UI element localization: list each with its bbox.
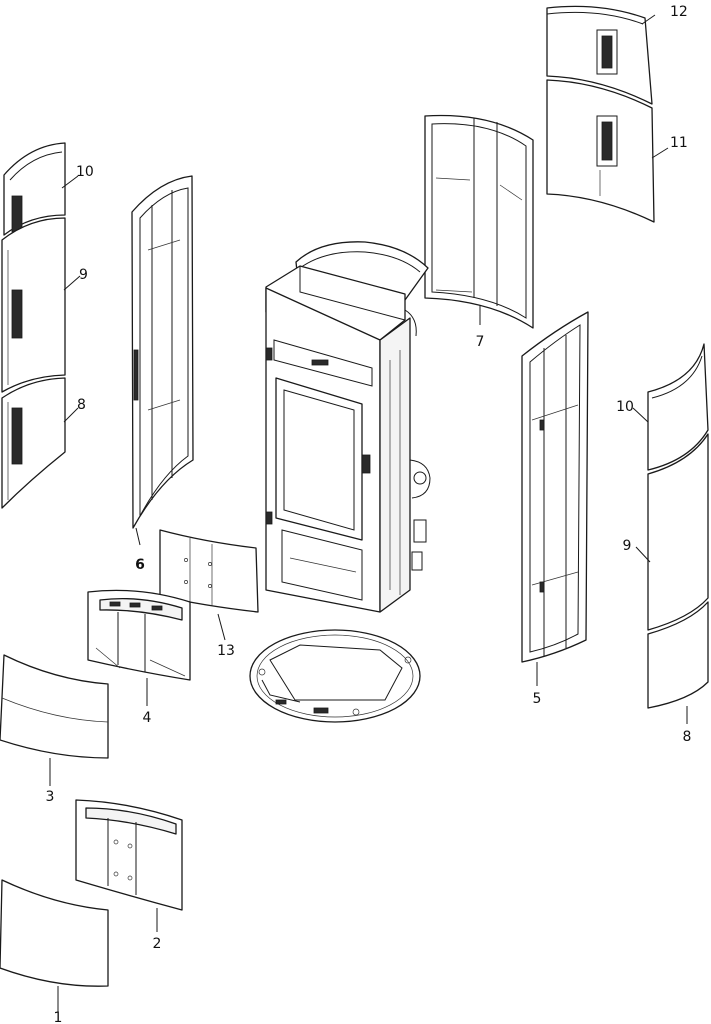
callout-5: 5 — [533, 691, 542, 707]
callout-4: 4 — [143, 710, 152, 726]
stove-body — [265, 241, 431, 613]
callout-9-right: 9 — [623, 538, 632, 554]
part-5-right-side-frame — [521, 311, 589, 663]
callout-11: 11 — [670, 135, 688, 151]
part-3-front-panel — [0, 654, 109, 759]
callout-13: 13 — [217, 643, 235, 659]
callout-10-left: 10 — [76, 164, 94, 180]
part-9-right-middle-panel — [647, 433, 709, 631]
callout-3: 3 — [46, 789, 55, 805]
part-1-bottom-front-panel — [0, 879, 109, 987]
callout-12: 12 — [670, 4, 688, 20]
part-2-lower-frame — [75, 799, 183, 911]
part-9-left-middle-panel — [1, 217, 66, 393]
part-8-right-lower-panel — [647, 601, 709, 709]
part-12-top-cap-panel — [546, 5, 653, 105]
leader-lines — [49, 14, 688, 1012]
callout-10-right: 10 — [616, 399, 634, 415]
callout-labels: 12 11 10 9 8 6 7 5 10 9 8 13 4 3 2 1 — [46, 4, 692, 1024]
callout-9-left: 9 — [79, 267, 88, 283]
callout-2: 2 — [153, 936, 162, 952]
callout-8-left: 8 — [77, 397, 86, 413]
part-11-upper-rear-panel — [546, 79, 655, 223]
part-10-right-top-panel — [647, 343, 709, 471]
callout-1: 1 — [54, 1010, 63, 1024]
callout-7: 7 — [476, 334, 485, 350]
stove-base-plate — [249, 629, 421, 723]
callout-8-right: 8 — [683, 729, 692, 745]
part-8-left-lower-panel — [1, 377, 66, 509]
part-7-rear-frame — [424, 114, 534, 329]
callout-6: 6 — [135, 557, 145, 573]
part-6-left-side-frame — [131, 175, 194, 529]
part-4-front-frame — [87, 589, 191, 681]
part-13-lower-panel — [159, 529, 259, 613]
